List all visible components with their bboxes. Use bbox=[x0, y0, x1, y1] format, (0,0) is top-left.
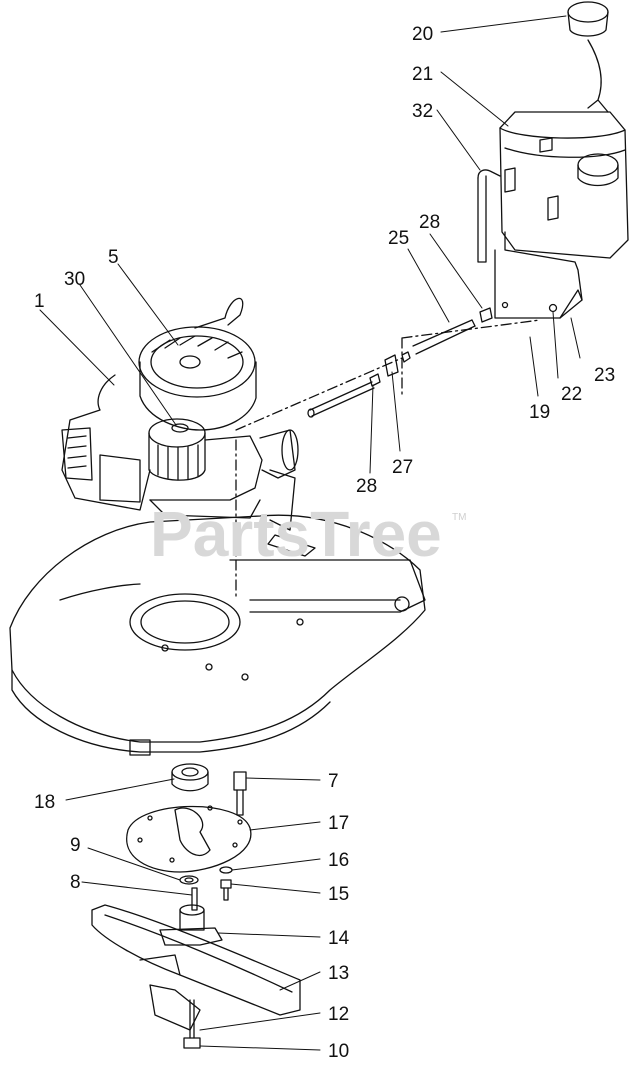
callout-17[interactable]: 17 bbox=[328, 813, 349, 834]
vent-tube bbox=[477, 169, 501, 263]
callout-5[interactable]: 5 bbox=[108, 247, 119, 268]
callouts: 20 21 32 28 25 5 30 1 23 22 19 28 27 7 1… bbox=[34, 24, 615, 1062]
callout-15[interactable]: 15 bbox=[328, 884, 349, 905]
callout-28-upper[interactable]: 28 bbox=[419, 212, 440, 233]
callout-9[interactable]: 9 bbox=[70, 835, 81, 856]
callout-19[interactable]: 19 bbox=[529, 402, 550, 423]
fuel-line bbox=[307, 307, 493, 418]
callout-14[interactable]: 14 bbox=[328, 928, 350, 949]
bolt-10 bbox=[183, 999, 201, 1049]
callout-22[interactable]: 22 bbox=[561, 384, 582, 405]
callout-12[interactable]: 12 bbox=[328, 1004, 349, 1025]
assembly-guide bbox=[235, 319, 541, 431]
key-8 bbox=[191, 887, 198, 911]
callout-13[interactable]: 13 bbox=[328, 963, 349, 984]
engine bbox=[61, 297, 299, 531]
watermark: PartsTree bbox=[150, 498, 442, 570]
watermark-tm: TM bbox=[452, 512, 466, 523]
callout-8[interactable]: 8 bbox=[70, 872, 81, 893]
fuel-cap bbox=[567, 1, 609, 113]
screw-15-16 bbox=[219, 866, 233, 901]
bolt-7 bbox=[233, 771, 247, 816]
fuel-tank bbox=[494, 111, 629, 319]
callout-20[interactable]: 20 bbox=[412, 24, 433, 45]
blade bbox=[91, 904, 301, 1031]
callout-7[interactable]: 7 bbox=[328, 771, 339, 792]
callout-21[interactable]: 21 bbox=[412, 64, 433, 85]
callout-28-lower[interactable]: 28 bbox=[356, 476, 377, 497]
callout-23[interactable]: 23 bbox=[594, 365, 615, 386]
mounting-plate bbox=[126, 805, 252, 873]
mower-deck bbox=[9, 514, 426, 756]
callout-10[interactable]: 10 bbox=[328, 1041, 349, 1062]
washer-9 bbox=[179, 875, 199, 885]
callout-30[interactable]: 30 bbox=[64, 269, 85, 290]
callout-18[interactable]: 18 bbox=[34, 792, 55, 813]
callout-32[interactable]: 32 bbox=[412, 101, 433, 122]
callout-25[interactable]: 25 bbox=[388, 228, 409, 249]
leader-lines bbox=[39, 15, 581, 1051]
callout-16[interactable]: 16 bbox=[328, 850, 349, 871]
callout-27[interactable]: 27 bbox=[392, 457, 413, 478]
callout-1[interactable]: 1 bbox=[34, 291, 45, 312]
bearing bbox=[171, 763, 209, 792]
